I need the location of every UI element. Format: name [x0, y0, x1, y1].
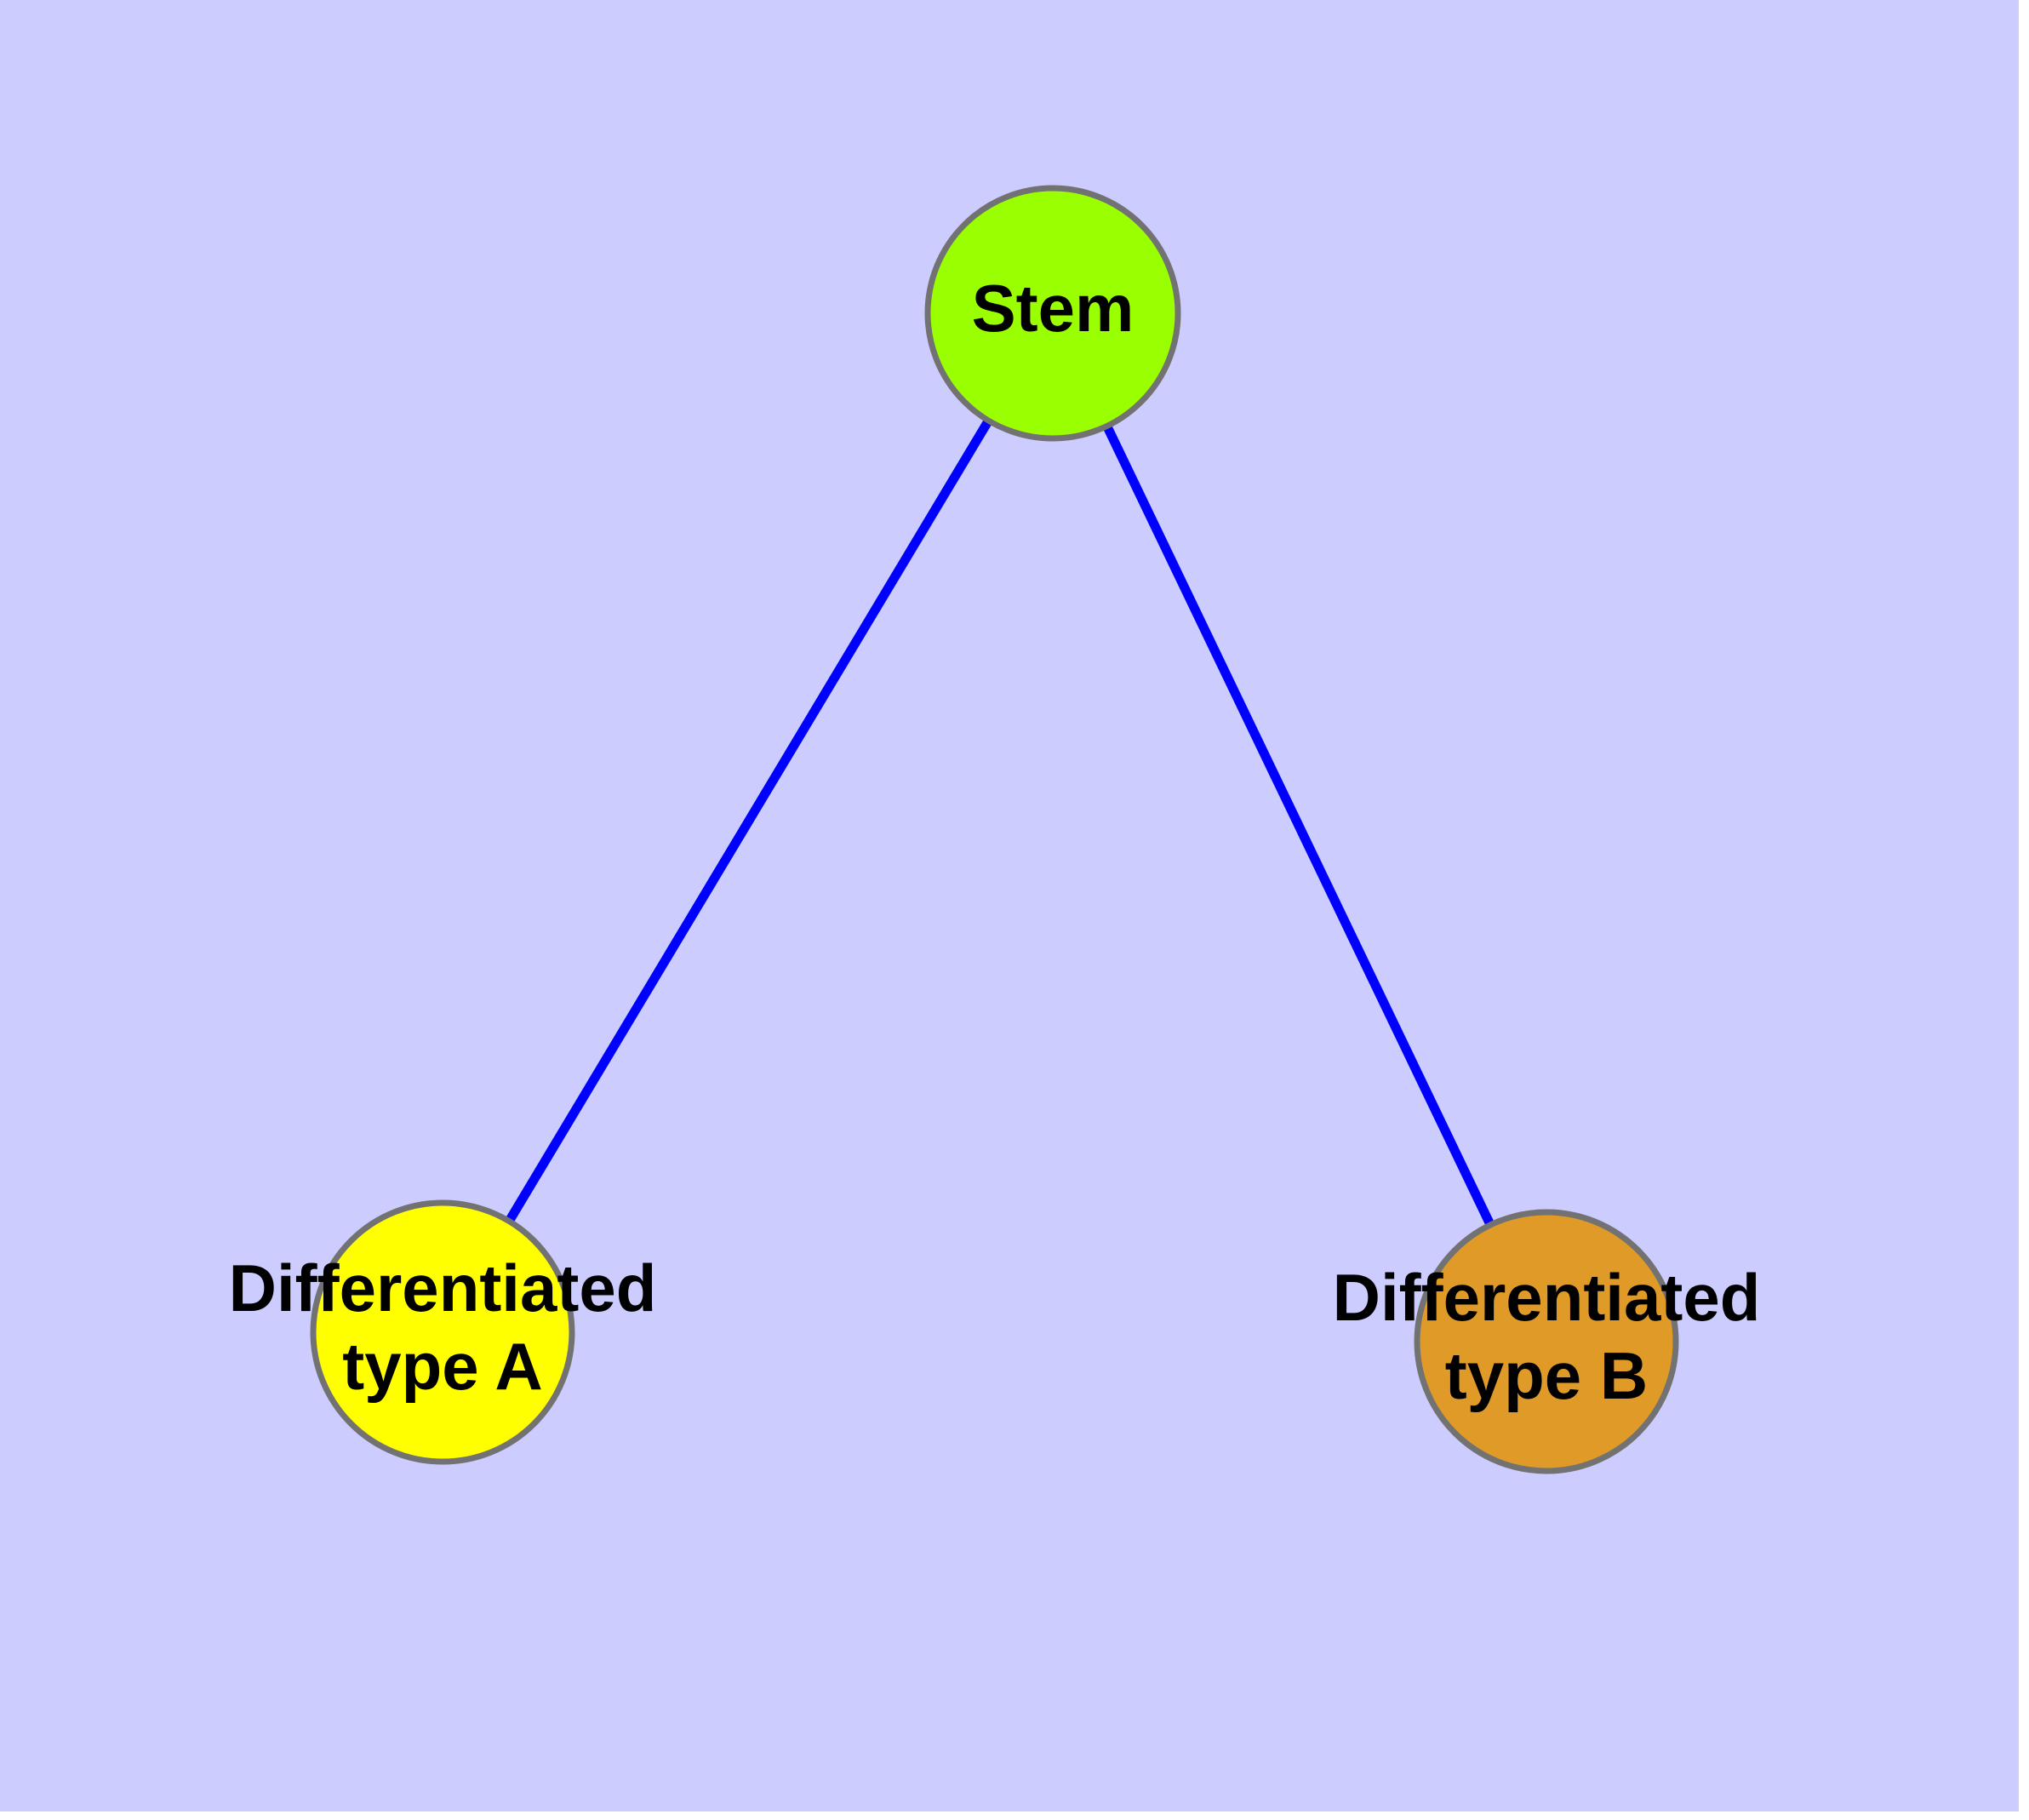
node-stem-circle[interactable] — [924, 185, 1181, 442]
node-label-line: Differentiated — [229, 1251, 657, 1325]
node-label-line: Stem — [972, 271, 1135, 346]
node-differentiated-type-b[interactable] — [1414, 1209, 1679, 1474]
node-differentiated-type-b-circle[interactable] — [1414, 1209, 1679, 1474]
node-label-line: type A — [342, 1329, 543, 1404]
node-label-line: Differentiated — [1333, 1260, 1761, 1335]
node-stem[interactable] — [924, 185, 1181, 442]
node-differentiated-type-a[interactable] — [310, 1199, 575, 1465]
node-differentiated-type-a-circle[interactable] — [310, 1199, 575, 1465]
edge-layer — [438, 311, 1551, 1344]
node-stem-label: Stem — [972, 271, 1135, 346]
edge-stem-to-differentiated-type-b[interactable] — [1049, 311, 1551, 1344]
node-layer — [310, 185, 1679, 1474]
edge-stem-to-differentiated-type-a[interactable] — [438, 311, 1057, 1335]
node-label-line: type B — [1445, 1338, 1648, 1413]
